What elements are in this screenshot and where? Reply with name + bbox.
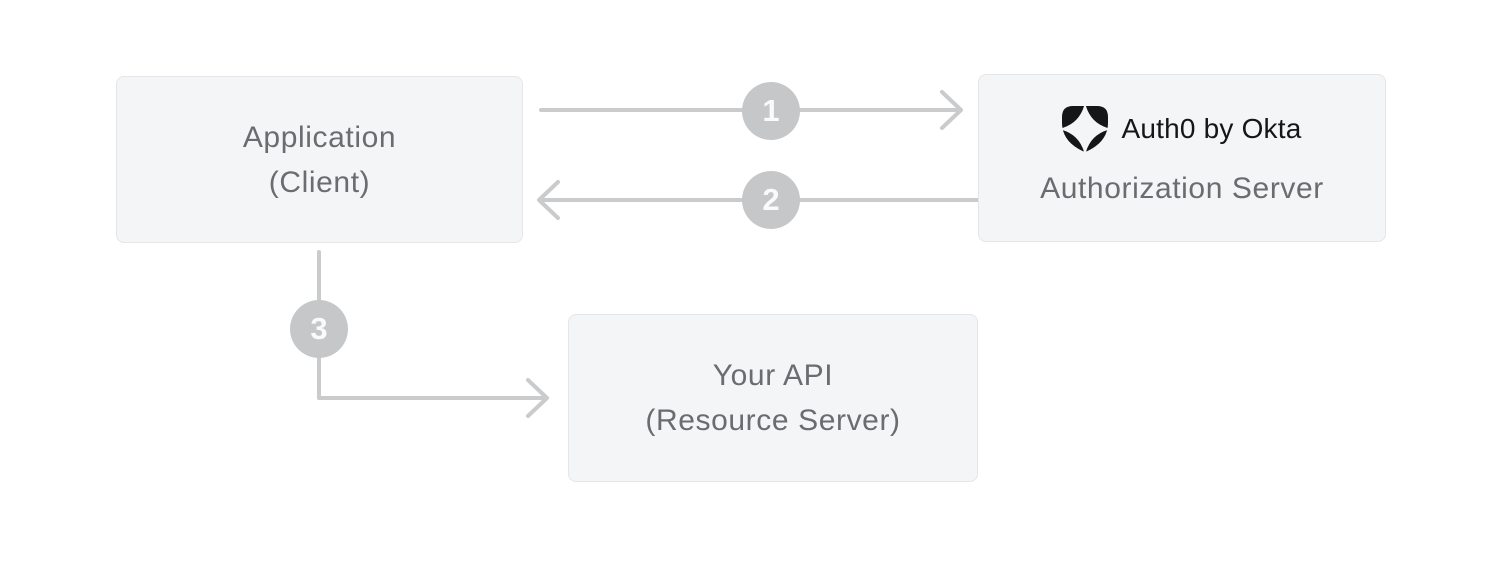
api-label-line2: (Resource Server) [645,404,901,437]
arrow-1-head-icon [940,90,963,130]
application-label-line1: Application [242,120,397,154]
arrow-3-head-icon [526,378,549,418]
auth0-logo-text: Auth0 by Okta [1121,112,1302,144]
arrow-2-head-icon [537,180,560,220]
node-authorization-server: Auth0 by Okta Authorization Server [978,74,1386,242]
step-badge-1: 1 [742,82,800,140]
authorization-server-label: Authorization Server [1040,171,1324,205]
application-label-line2: (Client) [268,165,371,199]
step-badge-3: 3 [290,300,348,358]
api-label-line1: Your API [712,359,834,392]
node-application-client: Application (Client) [116,76,523,243]
step-badge-2: 2 [742,171,800,229]
node-your-api: Your API (Resource Server) [568,314,978,482]
auth0-logo: Auth0 by Okta [1062,105,1302,152]
arrow-3-line [317,250,546,400]
auth0-shield-icon [1062,105,1109,152]
